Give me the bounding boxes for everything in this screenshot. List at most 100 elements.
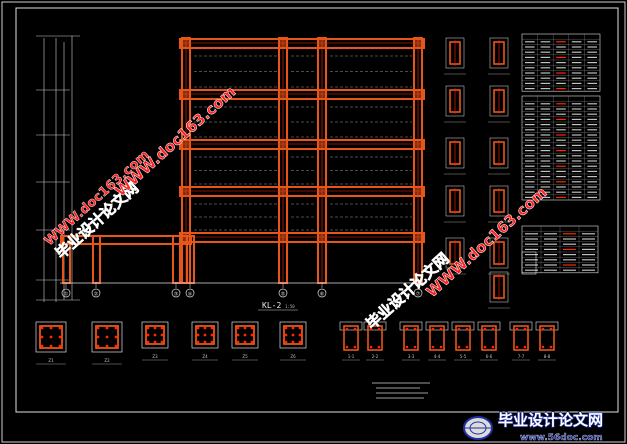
rebar-dot [284, 340, 288, 344]
axis-bubble [61, 288, 71, 298]
rebar-dot [210, 340, 214, 344]
detail-outline [489, 137, 509, 169]
rebar-dot [243, 326, 247, 330]
rebar-dot [405, 345, 409, 349]
rebar-dot [515, 327, 519, 331]
beam-section-stirrup [539, 325, 555, 351]
frame-title: KL-2 [262, 301, 281, 310]
column-section-outline [231, 321, 259, 349]
rebar-dot [40, 335, 44, 339]
axis-label: ⑤ [281, 292, 285, 298]
rebar-dot [523, 327, 527, 331]
detail-outline [489, 237, 509, 269]
rebar-dot [96, 326, 100, 330]
axis-label: ⑦ [416, 292, 421, 298]
column-section-outline [279, 321, 307, 349]
detail-outline [445, 37, 465, 69]
rebar-dot [465, 327, 469, 331]
axis-label: ① [64, 292, 69, 298]
rebar-dot [439, 327, 443, 331]
axis-bubble [171, 288, 181, 298]
beam-section-flange [451, 321, 475, 331]
general-notes [372, 382, 430, 399]
beam-section-flange [339, 321, 363, 331]
rebar-dot [96, 335, 100, 339]
frame-title-scale: 1:50 [285, 304, 295, 309]
beam-section-label: 3-3 [408, 354, 415, 359]
rebar-dot [549, 327, 553, 331]
axis-bubble [91, 288, 101, 298]
beam-section-flange [363, 321, 387, 331]
rebar-dot [105, 344, 109, 348]
rebar-dot [377, 345, 381, 349]
beam-section-label: 2-2 [372, 354, 379, 359]
watermark-url-left: WWW.doc163.com [42, 148, 152, 250]
legend-box [521, 251, 537, 275]
footer-site-url: www.56doc.com [520, 433, 603, 443]
rebar-dot [541, 345, 545, 349]
rebar-dot [114, 344, 118, 348]
rebar-dot [291, 333, 295, 337]
rebar-dot [196, 333, 200, 337]
joint-node [413, 139, 423, 150]
rebar-dot [457, 345, 461, 349]
table-columns [521, 33, 601, 92]
rebar-dot [160, 333, 164, 337]
axis-label: ② [94, 292, 99, 298]
column-section-label: Z4 [202, 354, 208, 359]
rebar-dot [243, 340, 247, 344]
beam-section-flange [509, 321, 533, 331]
watermark-group-right-url: WWW.doc163.com [422, 183, 551, 301]
detail-outline [489, 85, 509, 117]
column-section-stirrup [235, 325, 255, 345]
rebar-dot [353, 327, 357, 331]
joint-node [278, 89, 288, 100]
column-section-outline [191, 321, 219, 349]
axis-label: ③ [174, 292, 178, 298]
footer-site-name: 毕业设计论文网 [498, 411, 603, 429]
rebar-dot [491, 345, 495, 349]
rebar-dot [457, 327, 461, 331]
joint-node [317, 89, 327, 100]
beam-section-flange [399, 321, 423, 331]
table-stirrups [521, 225, 599, 274]
detail-outline [445, 85, 465, 117]
joint-node [317, 38, 327, 49]
rebar-dot [160, 326, 164, 330]
rebar-dot [160, 340, 164, 344]
joint-node [278, 38, 288, 49]
axis-bubble [185, 288, 195, 298]
joint-node [317, 186, 327, 197]
rebar-dot [439, 345, 443, 349]
rebar-dot [210, 333, 214, 337]
rebar-dot [146, 326, 150, 330]
column-section-stirrup [195, 325, 215, 345]
beam-section-label: 6-6 [486, 354, 493, 359]
rebar-dot [345, 327, 349, 331]
beam-section-flange [477, 321, 501, 331]
rebar-dot [523, 345, 527, 349]
rebar-dot [298, 326, 302, 330]
column-section-stirrup [283, 325, 303, 345]
joint-node [181, 232, 191, 243]
watermark-url-right: WWW.doc163.com [423, 183, 551, 301]
column-section-label: Z2 [104, 358, 110, 363]
column-section-stirrup [95, 325, 119, 349]
beam-section-label: 4-4 [434, 354, 441, 359]
rebar-dot [291, 326, 295, 330]
rebar-dot [236, 326, 240, 330]
column-section-outline [141, 321, 169, 349]
beam-level-2 [179, 89, 425, 100]
rebar-dot [49, 335, 53, 339]
joint-detail-sections [444, 37, 510, 309]
rebar-dot [541, 327, 545, 331]
left-elevation-dimensions [36, 35, 80, 302]
detail-outline [489, 37, 509, 69]
rebar-dot [40, 326, 44, 330]
rebar-dot [49, 344, 53, 348]
rebar-dot [114, 326, 118, 330]
rebar-dot [153, 333, 157, 337]
column-section-outline [35, 321, 67, 353]
rebar-dot [431, 327, 435, 331]
beam-section-stirrup [343, 325, 359, 351]
